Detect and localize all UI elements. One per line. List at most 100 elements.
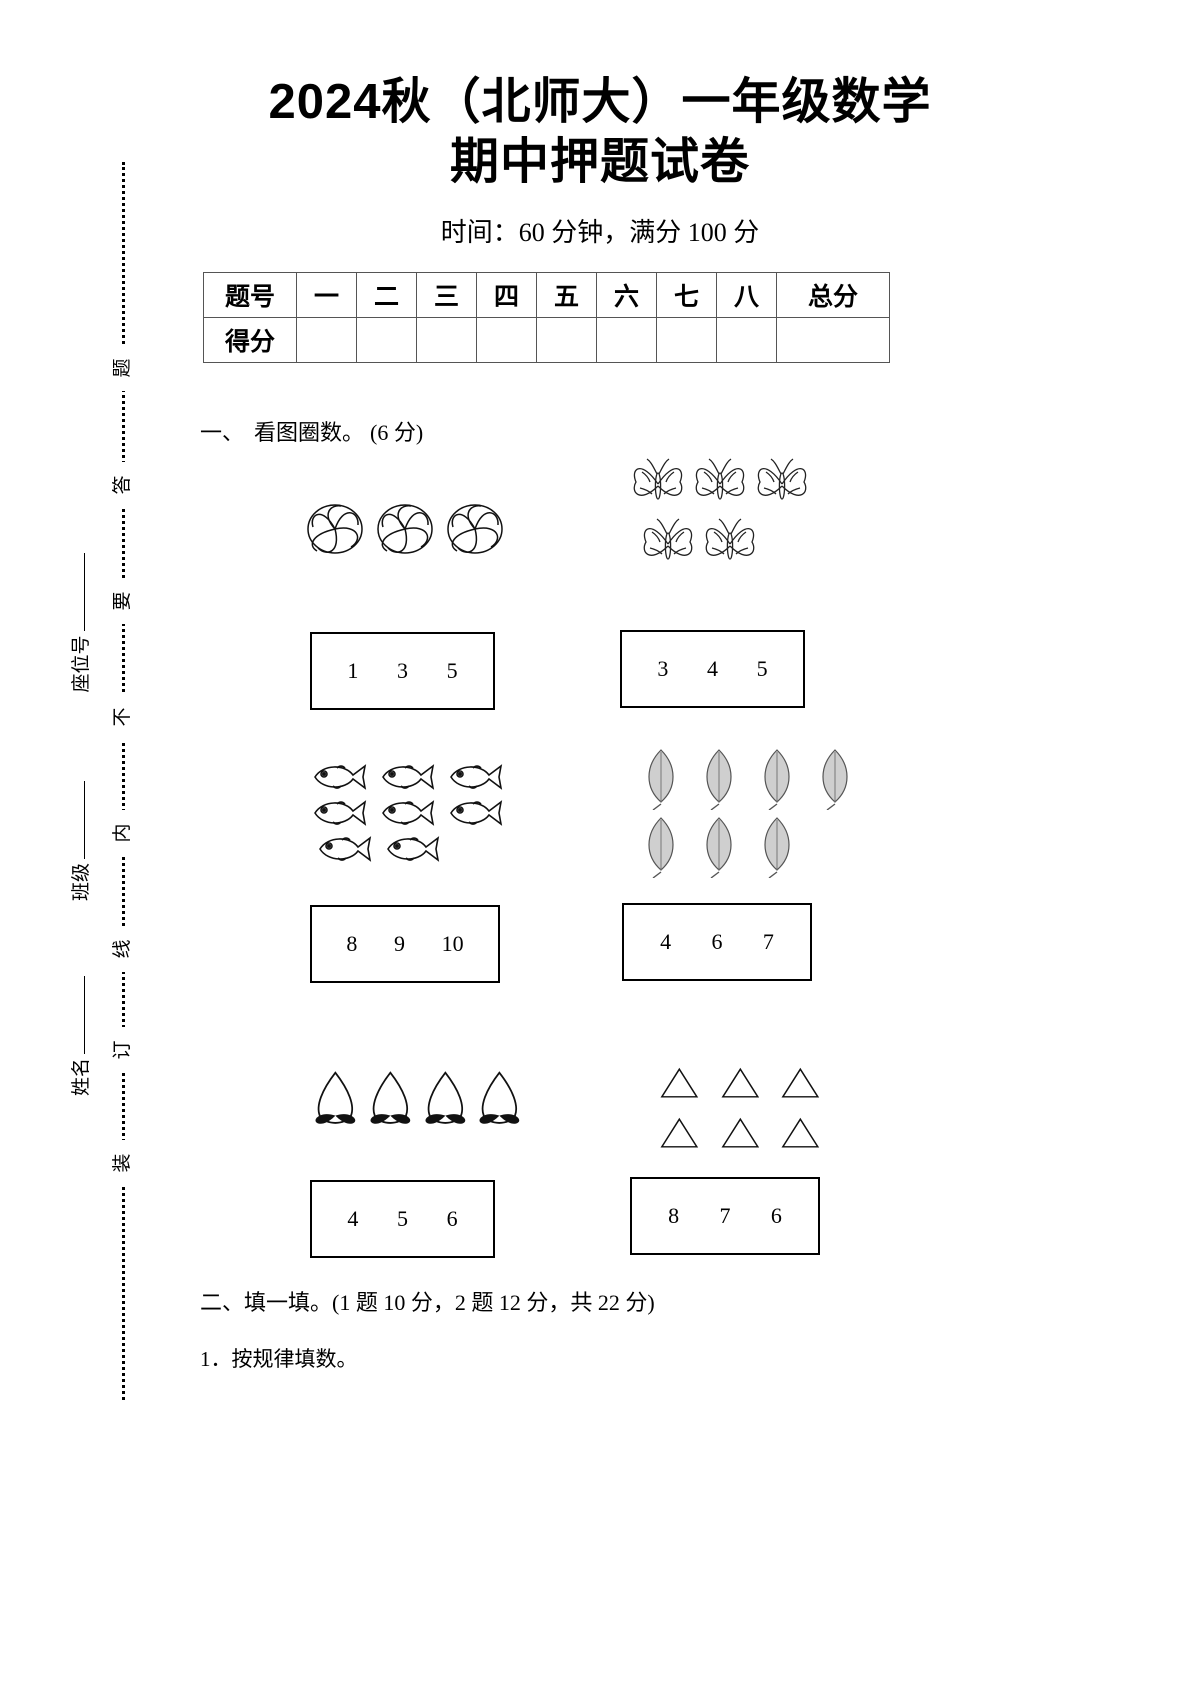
leaf-icon bbox=[764, 817, 789, 878]
option-fish-2[interactable]: 10 bbox=[441, 931, 464, 956]
col-total: 总分 bbox=[776, 272, 890, 318]
butterfly-icon bbox=[695, 458, 745, 500]
section-1-title: 看图圈数。 bbox=[254, 420, 365, 445]
bud-icon bbox=[370, 1071, 410, 1124]
name-field[interactable]: 姓名 bbox=[71, 941, 93, 1131]
bud-icon bbox=[425, 1071, 465, 1124]
col-5: 五 bbox=[536, 272, 597, 318]
section-1-index: 一、 bbox=[200, 420, 245, 445]
option-box-butterflies[interactable]: 3 4 5 bbox=[620, 630, 805, 708]
seat-number-blank[interactable] bbox=[84, 553, 85, 632]
score-cell-1[interactable] bbox=[296, 317, 357, 363]
triangle-icon bbox=[660, 1117, 699, 1148]
leaf-icon bbox=[706, 749, 731, 810]
option-butterflies-2[interactable]: 5 bbox=[756, 656, 768, 681]
option-flowers-1[interactable]: 3 bbox=[396, 658, 408, 683]
option-buds-1[interactable]: 5 bbox=[396, 1206, 408, 1231]
butterfly-icon bbox=[705, 518, 755, 560]
fish-icon bbox=[449, 764, 502, 790]
seal-char-2: 要 bbox=[100, 578, 146, 624]
leaf-icon bbox=[706, 817, 731, 878]
picture-group-flowers bbox=[290, 500, 520, 558]
name-blank[interactable] bbox=[84, 976, 85, 1054]
option-butterflies-0[interactable]: 3 bbox=[657, 656, 669, 681]
triangle-icon bbox=[721, 1117, 759, 1148]
score-cell-7[interactable] bbox=[656, 317, 717, 363]
score-cell-4[interactable] bbox=[476, 317, 537, 363]
fish-icon bbox=[449, 800, 502, 826]
col-3: 三 bbox=[416, 272, 477, 318]
seal-char-3: 不 bbox=[100, 694, 146, 740]
seat-number-label: 座位号 bbox=[71, 635, 92, 693]
leaf-icon bbox=[764, 749, 789, 810]
table-row-question-numbers: 题号 一 二 三 四 五 六 七 八 总分 bbox=[203, 272, 890, 318]
picture-group-fish bbox=[295, 762, 520, 864]
seal-dotted-line bbox=[122, 162, 125, 1400]
option-box-buds[interactable]: 4 5 6 bbox=[310, 1180, 495, 1258]
col-4: 四 bbox=[476, 272, 537, 318]
option-butterflies-1[interactable]: 4 bbox=[706, 656, 718, 681]
title-line-1: 2024秋（北师大）一年级数学 bbox=[268, 75, 932, 129]
table-row-scores: 得分 bbox=[203, 317, 890, 363]
option-buds-2[interactable]: 6 bbox=[446, 1206, 458, 1231]
picture-group-buds bbox=[310, 1070, 525, 1130]
picture-group-triangles bbox=[660, 1065, 820, 1151]
option-triangles-0[interactable]: 8 bbox=[668, 1203, 680, 1228]
col-8: 八 bbox=[716, 272, 777, 318]
flower-icon bbox=[307, 504, 363, 554]
subitem-1-number: 1． bbox=[200, 1347, 232, 1371]
score-cell-total[interactable] bbox=[776, 317, 890, 363]
bud-icon bbox=[479, 1071, 520, 1124]
option-fish-0[interactable]: 8 bbox=[346, 931, 358, 956]
score-cell-5[interactable] bbox=[536, 317, 597, 363]
butterfly-icon bbox=[633, 458, 683, 500]
option-buds-0[interactable]: 4 bbox=[347, 1206, 359, 1231]
leaf-icon bbox=[648, 817, 673, 878]
class-field[interactable]: 班级 bbox=[71, 746, 93, 936]
option-box-triangles[interactable]: 8 7 6 bbox=[630, 1177, 820, 1255]
option-box-leaves[interactable]: 4 6 7 bbox=[622, 903, 812, 981]
triangle-icon bbox=[781, 1067, 820, 1098]
section-2-subitem-1: 1．按规律填数。 bbox=[200, 1345, 358, 1373]
page-title: 2024秋（北师大）一年级数学 期中押题试卷 bbox=[180, 72, 1020, 192]
seat-number-field[interactable]: 座位号 bbox=[71, 528, 93, 718]
section-2-heading: 二、填一填。(1 题 10 分，2 题 12 分，共 22 分) bbox=[200, 1288, 655, 1318]
score-cell-2[interactable] bbox=[356, 317, 417, 363]
butterfly-icon bbox=[757, 458, 807, 500]
row-header-question: 题号 bbox=[203, 272, 297, 318]
fish-icon bbox=[381, 800, 434, 826]
seal-char-6: 订 bbox=[100, 1027, 146, 1073]
score-cell-8[interactable] bbox=[716, 317, 777, 363]
score-cell-6[interactable] bbox=[596, 317, 657, 363]
col-2: 二 bbox=[356, 272, 417, 318]
seal-strip: 题 答 要 不 内 线 订 装 座位号 班级 姓名 bbox=[0, 0, 180, 1684]
class-label: 班级 bbox=[71, 863, 92, 902]
option-leaves-0[interactable]: 4 bbox=[660, 929, 672, 954]
option-triangles-1[interactable]: 7 bbox=[719, 1203, 731, 1228]
col-7: 七 bbox=[656, 272, 717, 318]
option-triangles-2[interactable]: 6 bbox=[770, 1203, 782, 1228]
option-leaves-2[interactable]: 7 bbox=[762, 929, 774, 954]
class-blank[interactable] bbox=[84, 781, 85, 859]
score-cell-3[interactable] bbox=[416, 317, 477, 363]
flower-icon bbox=[447, 504, 503, 554]
flower-icon bbox=[377, 504, 433, 554]
option-box-flowers[interactable]: 1 3 5 bbox=[310, 632, 495, 710]
option-box-fish[interactable]: 8 9 10 bbox=[310, 905, 500, 983]
exam-subtitle: 时间：60 分钟，满分 100 分 bbox=[440, 218, 760, 247]
option-flowers-0[interactable]: 1 bbox=[347, 658, 359, 683]
option-flowers-2[interactable]: 5 bbox=[446, 658, 458, 683]
option-fish-1[interactable]: 9 bbox=[393, 931, 405, 956]
title-line-2: 期中押题试卷 bbox=[449, 135, 750, 189]
name-label: 姓名 bbox=[71, 1058, 92, 1097]
bud-icon bbox=[315, 1071, 356, 1124]
seal-char-7: 装 bbox=[100, 1140, 146, 1186]
score-table: 题号 一 二 三 四 五 六 七 八 总分 得分 bbox=[203, 272, 890, 363]
leaf-icon bbox=[822, 749, 847, 810]
subitem-1-text: 按规律填数。 bbox=[231, 1347, 358, 1371]
section-1-points: (6 分) bbox=[370, 420, 424, 445]
option-leaves-1[interactable]: 6 bbox=[711, 929, 723, 954]
triangle-icon bbox=[721, 1067, 759, 1098]
seal-char-4: 内 bbox=[100, 810, 146, 856]
